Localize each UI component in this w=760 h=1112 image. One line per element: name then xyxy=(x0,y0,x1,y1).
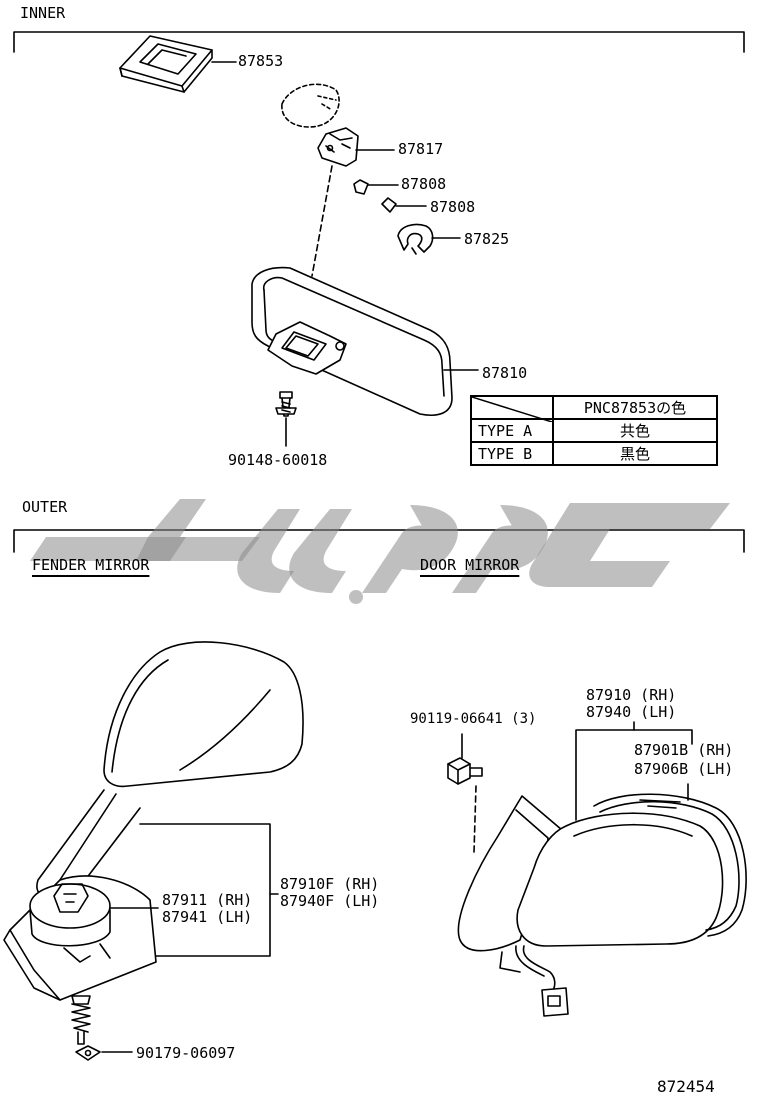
inner-section-bracket xyxy=(13,31,745,53)
section-outer-heading: OUTER xyxy=(22,498,68,516)
color-table-type: TYPE A xyxy=(470,418,554,443)
part-label-87941: 87941 (LH) xyxy=(162,908,253,926)
color-table-color: 共色 xyxy=(552,418,718,443)
color-table-header-row: PNC87853の色 xyxy=(470,395,718,422)
door-mirror-shape xyxy=(457,793,747,1017)
outer-section-bracket xyxy=(13,529,745,553)
part-label-87940: 87940 (LH) xyxy=(586,703,677,721)
part-label-87808-a: 87808 xyxy=(401,175,447,193)
part-label-87825: 87825 xyxy=(464,230,510,248)
color-table-row: TYPE A 共色 xyxy=(470,418,718,443)
color-table-type: TYPE B xyxy=(470,441,554,466)
part-label-87817: 87817 xyxy=(398,140,444,158)
part-label-87808-b: 87808 xyxy=(430,198,476,216)
part-label-87911: 87911 (RH) xyxy=(162,891,253,909)
color-table-row: TYPE B 黒色 xyxy=(470,441,718,466)
part-label-87853: 87853 xyxy=(238,52,284,70)
color-table-diagonal-cell xyxy=(470,395,554,422)
part-label-87810: 87810 xyxy=(482,364,528,382)
screw-90148-shape xyxy=(275,391,297,417)
inner-mirror-87810-shape xyxy=(251,266,453,416)
spring-87825-shape xyxy=(397,223,434,255)
diagonal-line xyxy=(472,397,552,422)
section-inner-heading: INNER xyxy=(20,4,66,22)
part-label-87910F: 87910F (RH) xyxy=(280,875,380,893)
fender-mirror-shape xyxy=(3,641,304,1061)
fender-mirror-heading: FENDER MIRROR xyxy=(32,556,150,574)
door-mirror-heading: DOOR MIRROR xyxy=(420,556,520,574)
part-label-90148-60018: 90148-60018 xyxy=(228,451,328,469)
screw-90119-shape xyxy=(447,757,483,785)
color-table-color: 黒色 xyxy=(552,441,718,466)
figure-number: 872454 xyxy=(657,1077,715,1096)
part-label-87901B: 87901B (RH) xyxy=(634,741,734,759)
cover-87853-shape xyxy=(119,35,213,93)
clip-87808a-shape xyxy=(353,179,369,195)
part-label-87910: 87910 (RH) xyxy=(586,686,677,704)
watermark-logo xyxy=(30,499,730,604)
color-table-header: PNC87853の色 xyxy=(552,395,718,420)
part-label-90119-06641: 90119-06641 (3) xyxy=(410,711,537,727)
part-label-87906B: 87906B (LH) xyxy=(634,760,734,778)
dashed-clip-outline xyxy=(281,83,340,128)
color-type-table: PNC87853の色 TYPE A 共色 TYPE B 黒色 xyxy=(470,395,718,466)
bracket-87817-shape xyxy=(317,127,359,167)
part-label-90179-06097: 90179-06097 xyxy=(136,1044,236,1062)
part-label-87940F: 87940F (LH) xyxy=(280,892,380,910)
clip-87808b-shape xyxy=(381,197,397,213)
